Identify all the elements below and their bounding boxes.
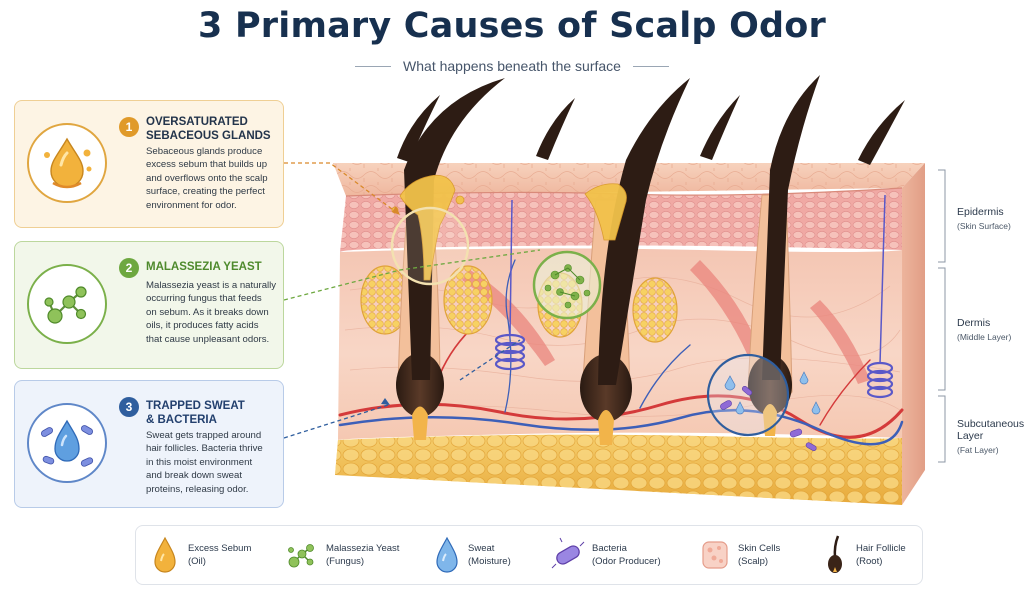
sebum-drop-icon [154,536,176,573]
layer-sub: (Skin Surface) [957,221,1011,231]
page-subtitle: What happens beneath the surface [403,58,621,74]
cause-title-line: OVERSATURATED [146,116,248,128]
connector-line-2 [283,249,541,301]
layer-label-epidermis: Epidermis (Skin Surface) [957,206,1011,232]
layer-name: Epidermis [957,206,1004,218]
skin-cells-icon [702,541,728,569]
cause-title: TRAPPED SWEAT & BACTERIA [146,399,282,427]
cause-number: 2 [119,258,139,278]
cause-description: Sweat gets trapped around hair follicles… [146,429,280,496]
desc-line: environment for odor. [146,199,237,211]
desc-line: surface, creating the perfect [146,186,265,198]
cause-card-malassezia: 2 MALASSEZIA YEAST Malassezia yeast is a… [14,241,284,369]
layer-brackets [938,169,946,463]
sweat-drop-icon [436,536,458,573]
desc-line: Malassezia yeast is a naturally [146,280,277,291]
cause-title: OVERSATURATED SEBACEOUS GLANDS [146,115,282,143]
desc-line: and overflows onto the scalp [146,172,268,184]
cause-title-line: MALASSEZIA YEAST [146,261,262,273]
subtitle-row: What happens beneath the surface [0,56,1024,76]
cause-title-line: TRAPPED SWEAT [146,400,245,412]
desc-line: Sebaceous glands produce [146,146,263,157]
subtitle-divider-left [355,65,392,67]
sweat-bacteria-icon [41,419,94,467]
desc-line: proteins, releasing odor. [146,483,249,495]
desc-line: on sebum. As it breaks down [146,306,269,318]
desc-line: occurring fungus that feeds [146,293,262,305]
legend-sub: (Scalp) [738,556,769,567]
desc-line: that cause unpleasant odors. [146,333,270,345]
layer-name: Layer [957,430,984,442]
layer-sub: (Middle Layer) [957,332,1012,342]
layer-sub: (Fat Layer) [957,445,999,455]
legend-label: Hair Follicle [856,543,906,554]
sweat-bacteria-highlight-circle [706,353,821,451]
desc-line: Sweat gets trapped around [146,430,262,441]
sweat-icon-badge [27,403,107,483]
layer-name: Dermis [957,317,991,329]
legend-label: Excess Sebum [188,543,252,554]
cause-card-sebaceous: 1 OVERSATURATED SEBACEOUS GLANDS Sebaceo… [14,100,284,228]
sebum-icon-badge [27,123,107,203]
legend-label: Bacteria [592,543,627,554]
hair-shafts [397,75,905,385]
sebaceous-gland-icon [44,137,92,189]
desc-line: and break down sweat [146,470,242,482]
connector-line-3b [459,339,521,381]
hair-follicle-bulbs [396,353,792,445]
layer-name: Subcutaneous [957,418,1024,430]
connector-line-1 [284,162,401,216]
legend-sub: (Odor Producer) [592,556,661,567]
skin-side-face [902,163,925,505]
cause-number: 3 [119,397,139,417]
cause-title-line: SEBACEOUS GLANDS [146,130,271,142]
cause-title: MALASSEZIA YEAST [146,260,282,274]
cause-description: Malassezia yeast is a naturally occurrin… [146,279,280,346]
cause-card-sweat-bacteria: 3 TRAPPED SWEAT & BACTERIA Sweat gets tr… [14,380,284,508]
sebum-highlight-circle [390,206,470,286]
cause-title-line: & BACTERIA [146,414,217,426]
bacteria-icon [551,537,585,569]
desc-line: oils, it produces fatty acids [146,320,259,332]
layer-label-dermis: Dermis (Middle Layer) [957,317,1011,343]
desc-line: hair follicles. Bacteria thrive [146,443,263,455]
hair-follicle-icon [828,535,842,573]
page-title: 3 Primary Causes of Scalp Odor [198,6,826,46]
legend-sub: (Root) [856,556,883,567]
legend: Excess Sebum (Oil) Malassezia Yeast (Fun… [135,525,923,585]
legend-label: Skin Cells [738,543,781,554]
layer-label-subcutaneous: Subcutaneous Layer (Fat Layer) [957,418,1024,456]
yeast-icon [288,544,314,568]
subtitle-divider-right [632,65,669,67]
cause-description: Sebaceous glands produce excess sebum th… [146,145,280,212]
legend-label: Sweat [468,543,495,554]
legend-sub: (Moisture) [468,556,511,567]
malassezia-yeast-icon [44,286,87,324]
yeast-icon-badge [27,264,107,344]
desc-line: excess sebum that builds up [146,159,268,171]
legend-sub: (Oil) [188,556,206,567]
legend-label: Malassezia Yeast [326,543,400,554]
legend-sub: (Fungus) [326,556,365,567]
yeast-highlight-circle [532,250,602,320]
cause-number: 1 [119,117,139,137]
desc-line: in this moist environment [146,456,253,468]
